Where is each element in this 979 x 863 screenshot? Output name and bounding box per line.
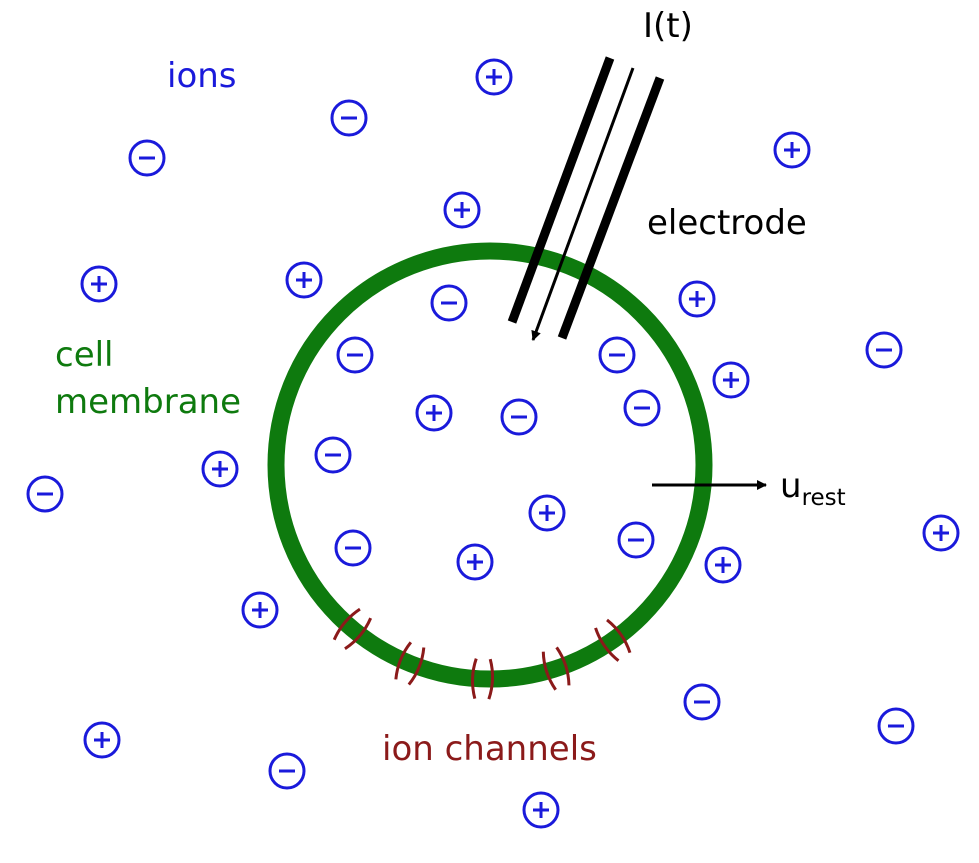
negative-ion-inside-0 <box>430 284 468 322</box>
positive-ion-inside-3 <box>415 394 453 432</box>
membrane-label-line2: membrane <box>55 382 241 422</box>
negative-ion-outside-15 <box>683 683 721 721</box>
ions-label: ions <box>167 56 237 96</box>
ion-channel-arc <box>606 618 632 654</box>
ion-channel-2 <box>471 658 495 700</box>
negative-ion-outside-8 <box>865 331 903 369</box>
ion-channels-group <box>332 607 632 700</box>
cell-membrane <box>267 242 713 688</box>
electrode-right-wall <box>557 76 665 340</box>
negative-ion-inside-9 <box>617 521 655 559</box>
negative-ion-inside-6 <box>314 436 352 474</box>
positive-ion-inside-7 <box>528 494 566 532</box>
electrode-label: electrode <box>647 203 807 243</box>
positive-ion-outside-4 <box>443 191 481 229</box>
ion-channel-arc <box>394 641 413 680</box>
ion-channel-3 <box>541 646 571 691</box>
positive-ion-inside-10 <box>456 543 494 581</box>
electrode-left-wall <box>507 56 615 324</box>
membrane-label-line1: cell <box>55 335 114 375</box>
current-arrow <box>531 67 635 341</box>
negative-ion-outside-10 <box>26 475 64 513</box>
ions-group <box>26 58 960 829</box>
positive-ion-outside-12 <box>922 514 960 552</box>
positive-ion-outside-9 <box>712 361 750 399</box>
ion-channel-0 <box>332 607 373 651</box>
positive-ion-outside-6 <box>285 261 323 299</box>
negative-ion-outside-1 <box>330 99 368 137</box>
ion-channel-arc <box>344 617 373 651</box>
electrode <box>507 56 665 341</box>
negative-ion-inside-5 <box>500 398 538 436</box>
ion-channel-arc <box>594 627 620 662</box>
positive-ion-outside-5 <box>80 265 118 303</box>
positive-ion-outside-3 <box>773 131 811 169</box>
ion-channel-1 <box>394 641 426 686</box>
ion-channel-arc <box>471 658 478 699</box>
positive-ion-outside-7 <box>678 280 716 318</box>
current-label: I(t) <box>643 6 693 46</box>
positive-ion-outside-18 <box>83 721 121 759</box>
urest-label-base: u <box>780 466 802 506</box>
negative-ion-inside-8 <box>334 529 372 567</box>
ion-channel-arc <box>541 651 557 691</box>
positive-ion-outside-11 <box>201 450 239 488</box>
ion-channel-arc <box>332 607 361 641</box>
negative-ion-outside-2 <box>128 139 166 177</box>
ion-channel-arc <box>487 658 495 700</box>
positive-ion-outside-19 <box>522 791 560 829</box>
negative-ion-inside-2 <box>598 336 636 374</box>
ion-channels-label: ion channels <box>382 729 597 769</box>
positive-ion-outside-14 <box>241 591 279 629</box>
ion-channel-arc <box>555 646 571 686</box>
negative-ion-inside-4 <box>623 389 661 427</box>
positive-ion-outside-13 <box>704 546 742 584</box>
urest-label: urest <box>780 466 846 511</box>
ion-channel-arc <box>407 647 426 686</box>
positive-ion-outside-0 <box>475 58 513 96</box>
negative-ion-outside-17 <box>268 752 306 790</box>
negative-ion-inside-1 <box>336 336 374 374</box>
ion-channel-4 <box>594 618 632 662</box>
negative-ion-outside-16 <box>877 707 915 745</box>
urest-label-subscript: rest <box>802 485 846 511</box>
